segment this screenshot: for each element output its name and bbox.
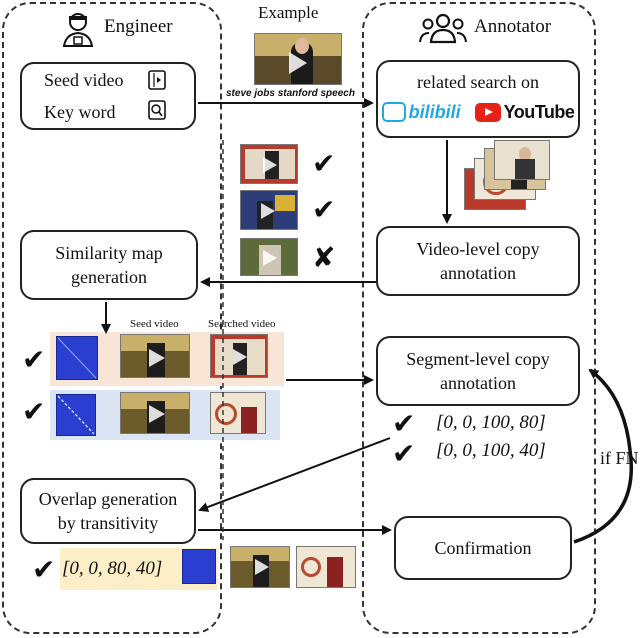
check-icon: ✔ [392,407,416,440]
check-icon: ✔ [22,395,46,428]
video-copy-line2: annotation [440,263,516,283]
engineer-icon [60,10,96,48]
search-icon [148,100,166,120]
similarity-line1: Similarity map [55,243,163,263]
candidate-thumbnail [240,238,298,276]
check-icon: ✔ [22,343,46,376]
segment-annotation: [0, 0, 100, 80] [436,412,546,433]
check-icon: ✔ [392,437,416,470]
result-thumbnail [494,140,550,180]
result-thumbnail [296,546,356,588]
candidate-thumbnail [240,190,298,230]
seed-video-label: Seed video [44,70,124,90]
related-search-box: related search on bilibili YouTube [376,60,580,138]
annotator-title: Annotator [474,16,552,37]
searched-video-header: Searched video [208,318,276,330]
key-word-label: Key word [44,102,116,122]
cross-icon: ✘ [312,241,336,274]
seed-thumbnail [120,392,190,434]
youtube-icon [474,102,501,122]
example-thumbnail [254,33,342,85]
check-icon: ✔ [312,193,336,226]
check-icon: ✔ [32,553,56,586]
engineer-title: Engineer [104,16,173,37]
bilibili-icon [381,102,406,122]
example-label: Example [258,3,319,22]
query-text: steve jobs stanford speech [226,88,355,99]
overlap-annotation: [0, 0, 80, 40] [62,558,163,579]
video-copy-line1: Video-level copy [416,239,540,259]
candidate-thumbnail [240,144,298,184]
overlap-line1: Overlap generation [38,489,178,509]
related-search-label: related search on [417,72,539,92]
similarity-line2: generation [71,267,147,287]
seed-video-header: Seed video [130,318,179,330]
searched-thumbnail [210,392,266,434]
overlap-line2: by transitivity [57,513,159,533]
segment-copy-line1: Segment-level copy [406,349,550,369]
segment-level-copy-box: Segment-level copy annotation [376,336,580,406]
similarity-map-box: Similarity map generation [20,230,198,300]
youtube-logo: YouTube [503,102,575,122]
bilibili-logo: bilibili [408,102,461,122]
check-icon: ✔ [312,147,336,180]
confirmation-label: Confirmation [434,538,532,558]
seed-input-box: Seed video Key word [20,62,196,130]
video-file-icon [148,70,166,90]
seed-thumbnail [120,334,190,378]
similarity-map [182,549,216,584]
people-icon [418,12,468,44]
segment-copy-line2: annotation [440,373,516,393]
video-level-copy-box: Video-level copy annotation [376,226,580,296]
overlap-generation-box: Overlap generation by transitivity [20,478,196,544]
segment-annotation: [0, 0, 100, 40] [436,440,546,461]
engineer-lane [2,2,222,634]
annotator-lane [362,2,596,634]
searched-thumbnail [210,334,268,378]
result-thumbnail [230,546,290,588]
confirmation-box: Confirmation [394,516,572,580]
